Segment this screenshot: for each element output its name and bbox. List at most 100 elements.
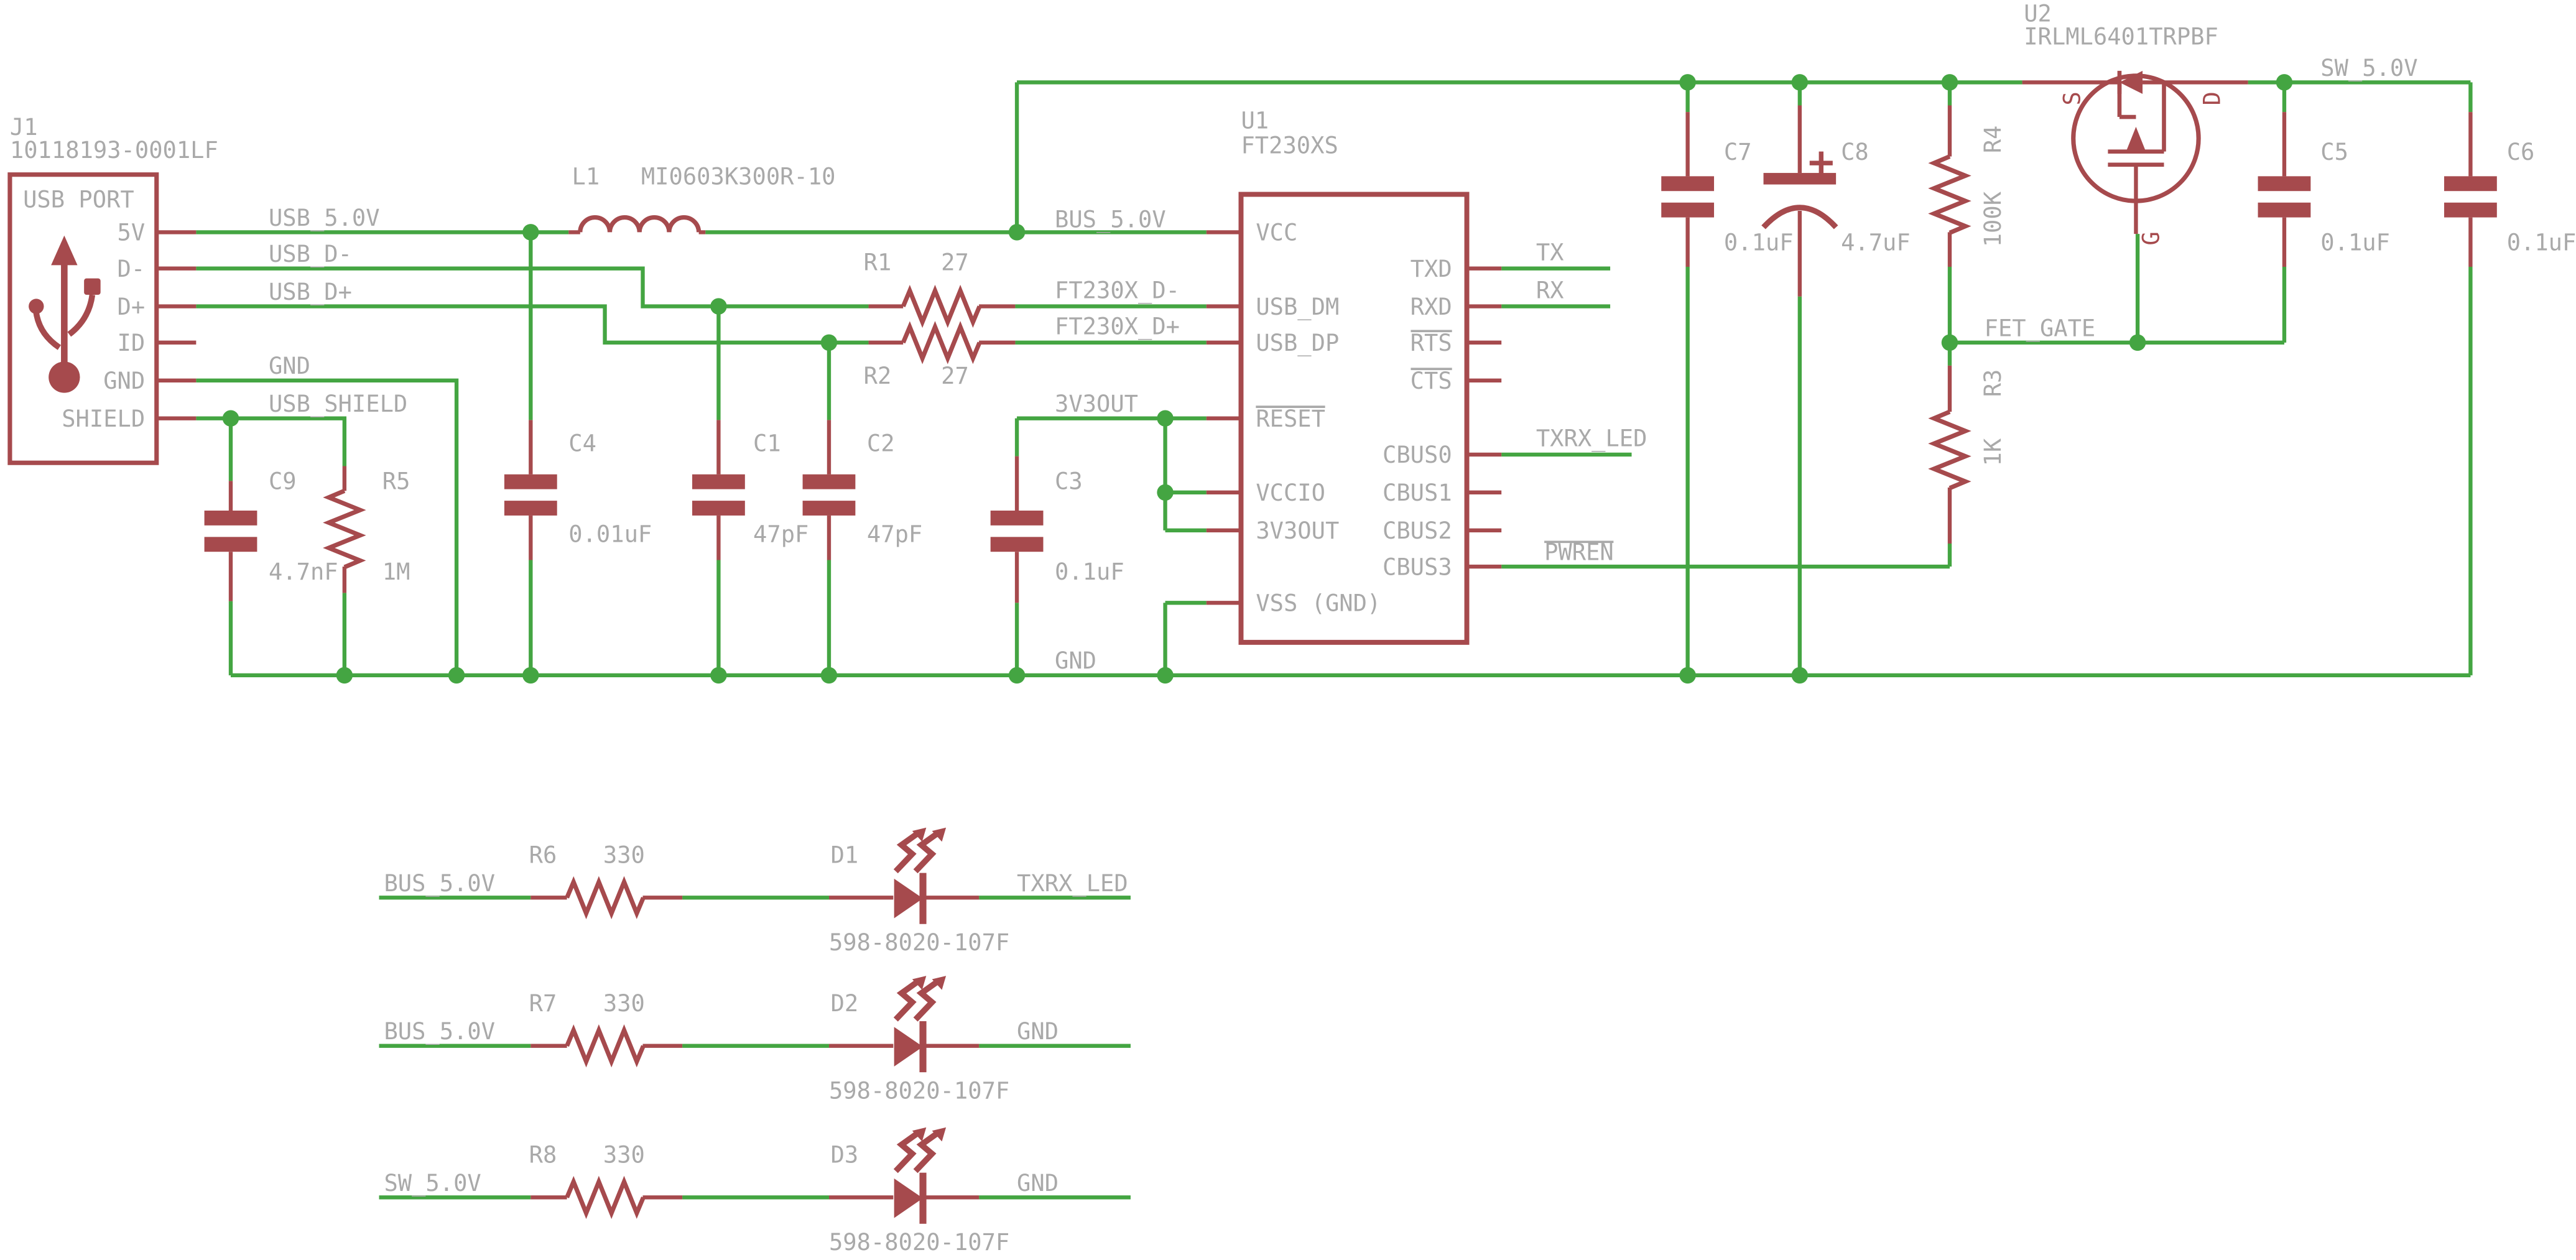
r4-value-label: 100K (1980, 191, 2006, 247)
j1-pin-label-id: ID (118, 330, 146, 356)
r5-value-label: 1M (382, 558, 410, 585)
led-arrows (893, 1127, 947, 1174)
net-label-txrx-led: TXRX_LED (1536, 425, 1647, 453)
c8-ref-label: C8 (1841, 139, 1869, 165)
j1-pin-label-dp: D+ (118, 294, 146, 320)
component-r3: R3 1K (1928, 365, 2006, 544)
net-wires (196, 80, 2473, 1200)
c8-value-label: 4.7uF (1841, 229, 1911, 256)
junction-dot (1791, 74, 1809, 91)
u1-ref-label: U1 (1241, 108, 1269, 134)
wire-fet-gate (1501, 234, 2284, 569)
j1-outline (7, 172, 159, 465)
net-label-gnd-j1: GND (269, 353, 310, 379)
u1-pin-label-3v3out: 3V3OUT (1256, 517, 1339, 544)
d3-part-label: 598-8020-107F (829, 1229, 1009, 1256)
junction-dot (1157, 410, 1174, 427)
c5-value-label: 0.1uF (2320, 229, 2390, 256)
j1-pin-label-shield: SHIELD (62, 405, 145, 432)
wire-usb-dp (196, 304, 1207, 345)
net-label-gnd-row3: GND (1017, 1170, 1059, 1197)
junction-dot (1157, 484, 1174, 501)
u2-internals (2108, 82, 2166, 167)
component-u1: U1 FT230XS VCC USB_DM USB_DP RESET VCCIO… (1206, 108, 1502, 645)
c9-value-label: 4.7nF (269, 558, 338, 585)
r4-zigzag (1928, 154, 1971, 235)
r1-zigzag (901, 284, 982, 328)
net-label-usb-dp: USB_D+ (269, 279, 352, 306)
r3-ref-label: R3 (1980, 369, 2006, 397)
wire-gnd-rail (228, 560, 2471, 678)
c8-plus-sign (1809, 151, 1833, 175)
component-l1: L1 MI0603K300R-10 (568, 164, 836, 234)
wire-usb-dm (196, 266, 1207, 308)
j1-pin-label-gnd: GND (103, 368, 145, 394)
wire-top-cols (1685, 82, 2473, 675)
component-c6: C6 0.1uF (2444, 112, 2576, 267)
wire-usb-shield (196, 416, 347, 466)
l1-ref-label: L1 (572, 164, 600, 190)
c6-value-label: 0.1uF (2507, 229, 2576, 256)
component-r1: R1 27 (864, 249, 1016, 328)
u2-pin-label-d: D (2199, 91, 2226, 105)
component-c8: C8 4.7uF (1761, 105, 1911, 297)
junction-dot (1157, 667, 1174, 684)
c3-ref-label: C3 (1055, 468, 1083, 495)
r7-value-label: 330 (603, 990, 645, 1017)
junction-dot (710, 667, 727, 684)
led-arrows (893, 976, 947, 1022)
junction-dot (1941, 74, 1958, 91)
junction-dot (1791, 667, 1809, 684)
l1-coil (578, 215, 702, 233)
j1-pin-label-5v: 5V (118, 220, 146, 246)
component-u2: U2 IRLML6401TRPBF S D G (2022, 0, 2248, 246)
j1-title-label: USB PORT (23, 187, 134, 213)
r6-value-label: 330 (603, 842, 645, 869)
led-row-3: SW_5.0V GND R8 330 D3 598-8020-107F (384, 1127, 1059, 1256)
wire-gnd-j1 (196, 378, 459, 675)
component-r6: R6 330 (529, 842, 683, 920)
junction-dots (222, 74, 2293, 684)
c4-ref-label: C4 (568, 430, 596, 457)
component-c7: C7 0.1uF (1661, 112, 1794, 267)
junction-dot (1679, 667, 1696, 684)
net-label-pwren: PWREN (1544, 539, 1614, 565)
component-c3: C3 0.1uF (990, 456, 1124, 603)
c7-value-label: 0.1uF (1724, 229, 1794, 256)
junction-dot (522, 224, 539, 241)
c7-ref-label: C7 (1724, 139, 1752, 165)
c1-value-label: 47pF (753, 521, 808, 547)
u2-ref-label: U2 (2024, 0, 2052, 27)
net-label-sw-5v0: SW_5.0V (2320, 55, 2417, 82)
j1-pin-label-dm: D- (118, 256, 146, 282)
net-label-txrx-led-row1: TXRX_LED (1017, 870, 1128, 897)
net-label-bus-5v0-row2: BUS_5.0V (384, 1018, 495, 1045)
c2-ref-label: C2 (867, 430, 895, 457)
component-d3: D3 598-8020-107F (829, 1127, 1009, 1256)
component-c5: C5 0.1uF (2258, 112, 2390, 267)
r8-ref-label: R8 (529, 1142, 557, 1169)
u2-substrate-arrow (2126, 126, 2146, 152)
j1-ref-label: J1 (10, 114, 38, 141)
u1-pin-label-rxd: RXD (1411, 294, 1452, 320)
junction-dot (448, 667, 465, 684)
net-label-sw-5v0-row3: SW_5.0V (384, 1170, 481, 1197)
r7-ref-label: R7 (529, 990, 557, 1017)
r4-ref-label: R4 (1980, 126, 2006, 154)
u1-part-label: FT230XS (1241, 132, 1338, 159)
d3-ref-label: D3 (831, 1142, 859, 1169)
c9-ref-label: C9 (269, 468, 297, 495)
l1-value-label: MI0603K300R-10 (641, 164, 836, 190)
net-label-gnd-rail: GND (1055, 647, 1096, 674)
net-labels: USB_5.0V USB_D- USB_D+ GND USB_SHIELD BU… (269, 55, 2418, 674)
net-label-3v3out: 3V3OUT (1055, 391, 1138, 417)
u1-pin-label-cbus0: CBUS0 (1383, 442, 1452, 468)
u1-pin-label-usb-dp: USB_DP (1256, 330, 1339, 357)
junction-dot (1941, 334, 1958, 351)
u1-pin-label-cbus3: CBUS3 (1383, 554, 1452, 580)
component-d1: D1 598-8020-107F (829, 827, 1009, 956)
r2-value-label: 27 (941, 363, 969, 389)
component-c1: C1 47pF (692, 420, 808, 560)
